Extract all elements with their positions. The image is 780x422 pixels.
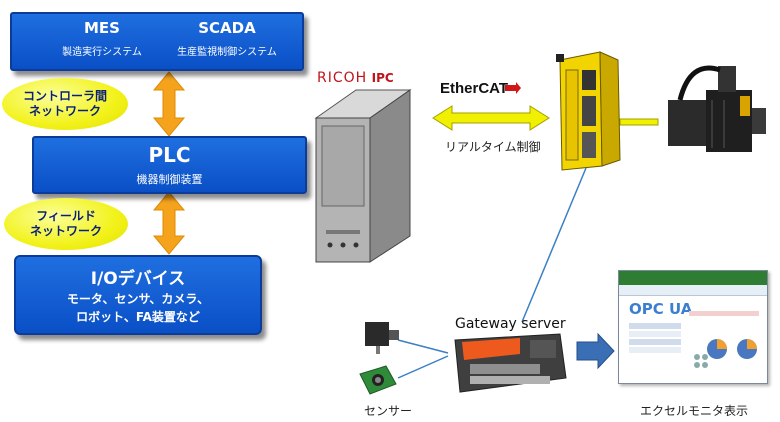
mes-subtitle: 製造実行システム	[62, 47, 142, 58]
photo-sensor-icon	[365, 322, 399, 354]
servo-gateway-line	[521, 167, 587, 323]
plc-box: PLC 機器制御装置	[32, 136, 307, 194]
controller-network-oval: コントローラ間 ネットワーク	[2, 78, 128, 130]
controller-network-line2: ネットワーク	[28, 104, 101, 118]
scada-title: SCADA	[198, 19, 256, 37]
io-box: I/Oデバイス モータ、センサ、カメラ、 ロボット、FA装置など	[14, 255, 262, 335]
sensor-label: センサー	[364, 404, 413, 418]
excel-ribbon	[619, 271, 767, 285]
gateway-excel-arrow	[576, 332, 615, 370]
excel-toolbar	[619, 285, 767, 296]
servo-motor-cable	[619, 118, 659, 126]
ipc-brand-label: RICOH IPC	[317, 70, 394, 86]
excel-title: OPC UA	[629, 300, 693, 318]
ethercat-mark	[505, 82, 521, 94]
excel-label: エクセルモニタ表示	[640, 404, 749, 418]
io-line2: ロボット、FA装置など	[76, 310, 200, 324]
gateway-label: Gateway server	[455, 316, 566, 332]
mes-title: MES	[84, 19, 120, 37]
io-title: I/Oデバイス	[90, 269, 186, 289]
sensor1-gateway-line	[397, 339, 449, 354]
field-network-line2: ネットワーク	[29, 224, 102, 238]
excel-window: OPC UA	[618, 270, 768, 384]
ipc-model: IPC	[371, 71, 394, 85]
field-network-oval: フィールド ネットワーク	[4, 198, 128, 250]
excel-content	[629, 311, 759, 368]
mes-scada-box: MES 製造実行システム SCADA 生産監視制御システム	[10, 12, 304, 71]
realtime-arrow	[432, 105, 550, 131]
scada-subtitle: 生産監視制御システム	[177, 47, 277, 58]
controller-network-line1: コントローラ間	[22, 89, 107, 103]
plc-subtitle: 機器制御装置	[136, 173, 203, 186]
ipc-brand: RICOH	[317, 70, 368, 86]
pcb-sensor-icon	[359, 365, 397, 395]
field-network-line1: フィールド	[36, 209, 96, 223]
io-line1: モータ、センサ、カメラ、	[66, 292, 210, 306]
ethercat-label: EtherCAT	[440, 80, 509, 97]
realtime-label: リアルタイム制御	[445, 140, 541, 154]
sensor2-gateway-line	[397, 355, 449, 379]
plc-io-arrow	[152, 191, 186, 255]
plc-title: PLC	[148, 143, 191, 167]
